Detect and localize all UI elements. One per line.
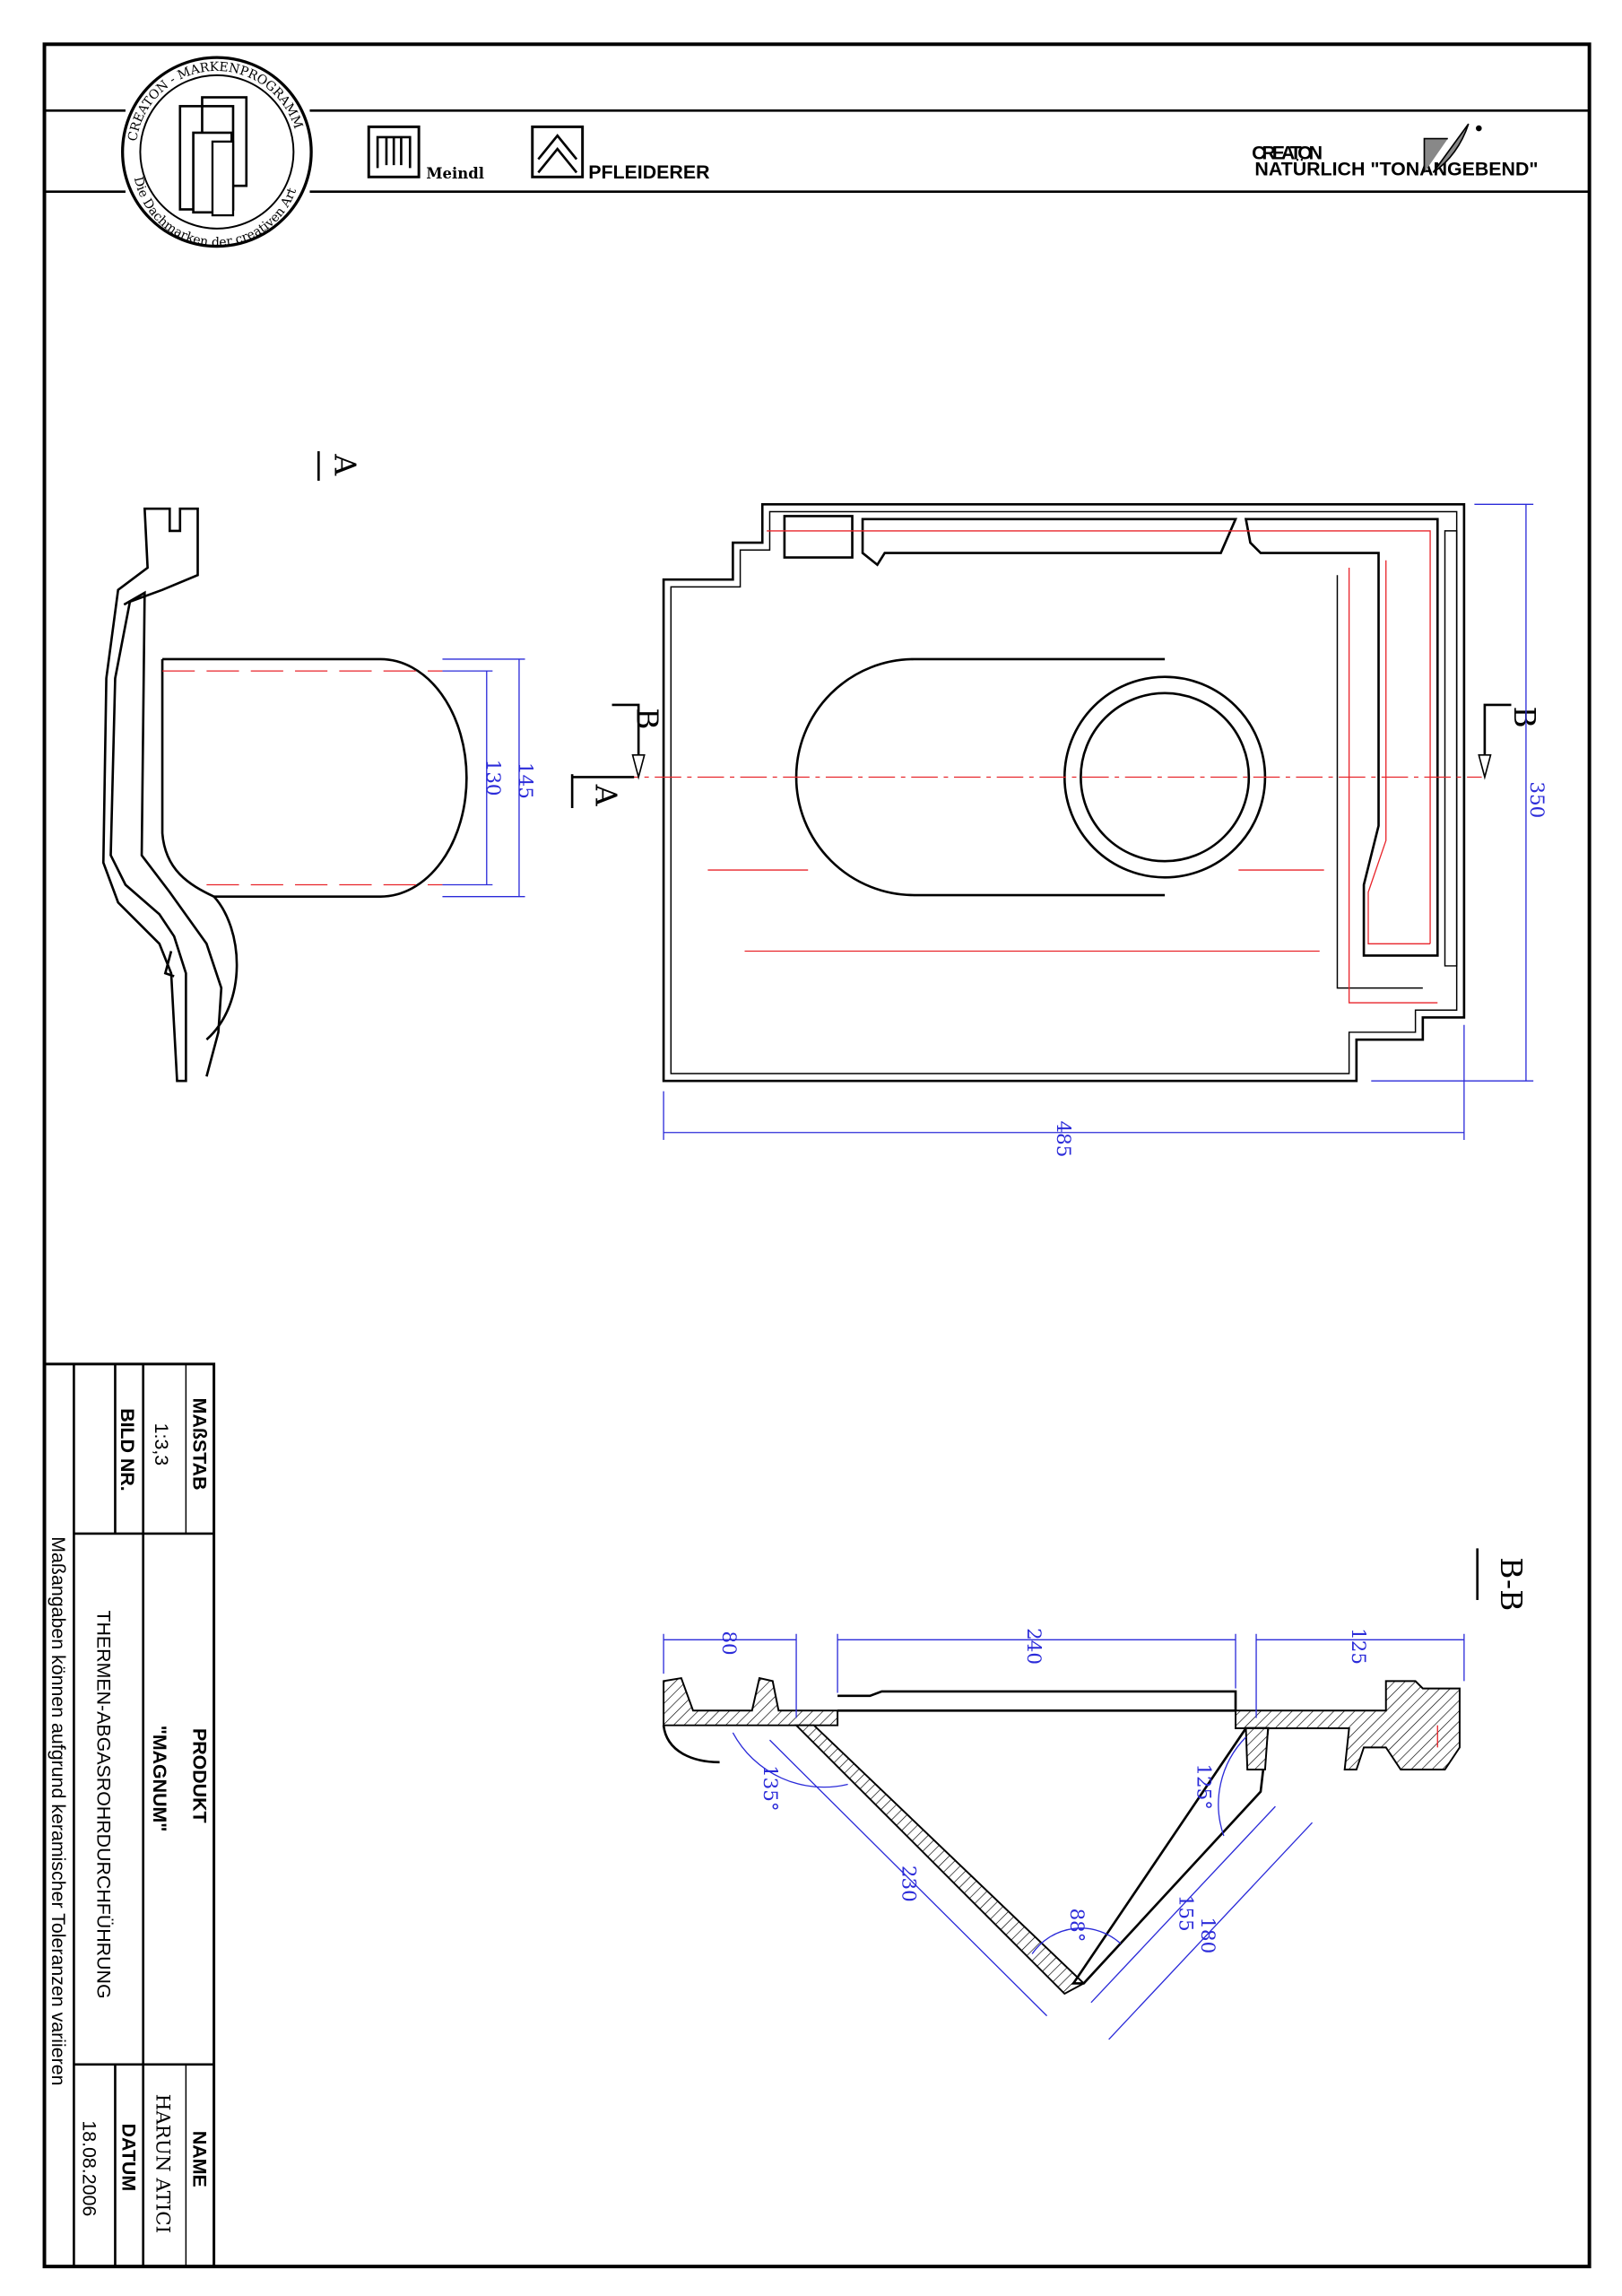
dim-145-label: 145 (514, 762, 536, 799)
title-block: MAßSTAB 1:3,3 BILD NR. PRODUKT "MAGNUM" … (43, 1362, 216, 2268)
dim-180-label: 180 (1196, 1917, 1219, 1953)
dim-155: 155 (1090, 1805, 1276, 2004)
scale-label: MAßSTAB (189, 1398, 211, 1491)
dim-145: 145 (442, 658, 536, 898)
dim-80-label: 80 (717, 1631, 740, 1655)
pfleiderer-label: PFLEIDERER (588, 161, 709, 183)
creaton-tagline: NATÜRLICH "TONANGEBEND" (1254, 158, 1538, 180)
meindl-logo: Meindl (367, 125, 484, 182)
dim-80: 80 (663, 1631, 797, 1718)
dim-125: 125 (1255, 1628, 1465, 1718)
dim-130: 130 (442, 670, 504, 886)
cut-marker-b-right: B (1478, 703, 1542, 780)
name-value: HARUN ATICI (151, 2094, 173, 2233)
section-bb-label: B-B (1494, 1557, 1529, 1611)
angle-125-label: 125° (1192, 1763, 1214, 1809)
dim-230-label: 230 (897, 1866, 919, 1902)
date-label: DATUM (118, 2124, 140, 2192)
angle-135-label: 135° (759, 1765, 781, 1811)
header: CREATON - MARKENPROGRAMM Die Dachmarken … (44, 56, 1590, 250)
dim-230: 230 (768, 1739, 1048, 2017)
scale-value: 1:3,3 (151, 1423, 172, 1466)
view-a-label: A (327, 453, 362, 476)
dim-485-label: 485 (1052, 1121, 1074, 1158)
dim-240-label: 240 (1022, 1628, 1045, 1665)
dim-350: 350 (1371, 503, 1548, 1082)
creaton-wordmark: CREATON (1252, 143, 1322, 164)
meindl-label: Meindl (426, 165, 484, 182)
creaton-brand-logo: CREATON NATÜRLICH "TONANGEBEND" (1252, 123, 1539, 180)
image-number-label: BILD NR. (117, 1408, 138, 1492)
cut-b-label-left: B (629, 708, 664, 729)
tolerance-footnote: Maßangaben können aufgrund keramischer T… (48, 1536, 69, 2085)
angle-135: 135° (732, 1732, 848, 1812)
view-a-side: A 130 145 (101, 451, 536, 1083)
creaton-seal-logo: CREATON - MARKENPROGRAMM Die Dachmarken … (121, 56, 313, 250)
plan-view: B A B 350 485 (570, 502, 1548, 1158)
dim-350-label: 350 (1525, 781, 1548, 818)
product-name: "MAGNUM" (149, 1726, 170, 1832)
dim-485: 485 (663, 1024, 1465, 1158)
angle-125: 125° (1192, 1736, 1247, 1837)
dim-130-label: 130 (481, 760, 504, 796)
section-b-b: B-B 80 240 125 230 155 (662, 1548, 1529, 2040)
pfleiderer-logo: PFLEIDERER (531, 125, 710, 183)
cut-b-label-right: B (1507, 707, 1542, 728)
dim-240: 240 (837, 1628, 1236, 1693)
dim-180: 180 (1108, 1822, 1314, 2040)
cut-a-label: A (588, 784, 623, 807)
angle-88-label: 88° (1065, 1909, 1088, 1943)
dim-125-label: 125 (1347, 1628, 1369, 1665)
product-description: THERMEN-ABGASROHRDURCHFÜHRUNG (93, 1610, 115, 1998)
product-label: PRODUKT (189, 1728, 211, 1823)
angle-88: 88° (1031, 1909, 1122, 1954)
cut-marker-b-left: B A (570, 703, 664, 809)
drawing-frame (42, 42, 1592, 2269)
name-label: NAME (189, 2131, 211, 2187)
dim-155-label: 155 (1175, 1895, 1197, 1932)
date-value: 18.08.2006 (78, 2120, 100, 2216)
